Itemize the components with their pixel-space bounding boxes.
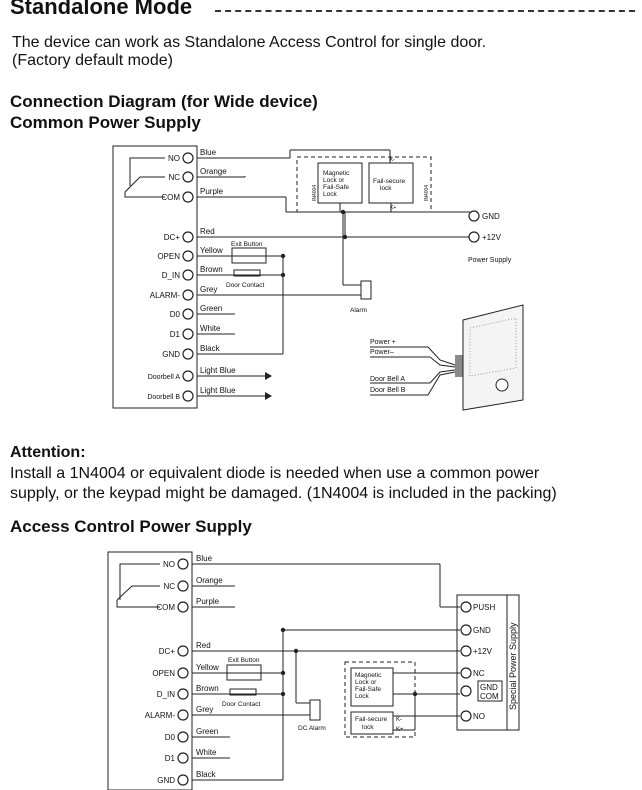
intro-text-line-2: (Factory default mode) xyxy=(12,52,173,69)
wire-label-black: Black xyxy=(200,344,221,353)
bell-label-a: Door Bell A xyxy=(370,376,405,383)
terminal-label-d0: D0 xyxy=(170,310,181,319)
terminal2-label-nc: NC xyxy=(163,582,175,591)
wire-label-grey: Grey xyxy=(200,285,217,294)
doorbell-icon xyxy=(455,304,524,411)
terminal-screws-2 xyxy=(177,558,472,786)
wire2-label-orange: Orange xyxy=(196,576,223,585)
psu2-no-label: NO xyxy=(473,712,485,721)
terminal2-label-com: COM xyxy=(156,603,175,612)
section-subtitle-common: Common Power Supply xyxy=(10,113,201,132)
terminal2-label-d1: D1 xyxy=(165,754,176,763)
bell-label-power-minus: Power– xyxy=(370,349,394,356)
psu-12v-label: +12V xyxy=(482,233,502,242)
terminal-label-nc: NC xyxy=(168,173,180,182)
wire2-label-yellow: Yellow xyxy=(196,663,219,672)
terminal-screws xyxy=(182,152,480,402)
bell-label-b: Door Bell B xyxy=(370,387,406,394)
wire2-label-green: Green xyxy=(196,727,218,736)
psu2-gnd-label: GND xyxy=(473,626,491,635)
lock2b-line1: Fail-secure xyxy=(355,716,388,723)
title-dashed-rule xyxy=(215,10,635,12)
wire-label-orange: Orange xyxy=(200,167,227,176)
lock1-line1: Magnetic xyxy=(323,170,350,177)
lock1-line4: Lock xyxy=(323,191,337,198)
terminal2-label-alarm: ALARM- xyxy=(145,711,176,720)
lock2b-line2: lock xyxy=(362,724,374,731)
attention-title: Attention: xyxy=(10,444,86,461)
terminal2-label-no: NO xyxy=(163,560,175,569)
wire-label-green: Green xyxy=(200,304,222,313)
wire2-label-red: Red xyxy=(196,641,211,650)
terminal2-label-open: OPEN xyxy=(152,669,175,678)
wire2-label-blue: Blue xyxy=(196,554,213,563)
wire2-label-purple: Purple xyxy=(196,597,220,606)
exit-button-label-2: Exit Button xyxy=(228,657,260,664)
attention-text-line-2: supply, or the keypad might be damaged. … xyxy=(10,485,557,502)
wire-label-purple: Purple xyxy=(200,187,224,196)
attention-text-line-1: Install a 1N4004 or equivalent diode is … xyxy=(10,465,540,482)
lock2-line2: lock xyxy=(380,185,392,192)
bell-label-power-plus: Power + xyxy=(370,339,396,346)
diode-label-left: IN4004 xyxy=(312,185,318,201)
intro-text-line-1: The device can work as Standalone Access… xyxy=(12,34,487,51)
lock1b-line3: Fail-Safe xyxy=(355,686,381,693)
psu2-com-label: COM xyxy=(480,692,499,701)
section-title-connection: Connection Diagram (for Wide device) xyxy=(10,92,318,111)
terminal-label-open: OPEN xyxy=(157,252,180,261)
psu2-nc-label: NC xyxy=(473,669,485,678)
page-title: Standalone Mode xyxy=(10,0,193,19)
wire-label-light-blue-a: Light Blue xyxy=(200,366,236,375)
lock2b-k-minus: K- xyxy=(396,717,402,723)
wire2-label-white: White xyxy=(196,748,217,757)
common-power-diagram: NO NC COM DC+ OPEN D_IN ALARM- D0 D1 GND… xyxy=(112,145,524,411)
wire-label-white: White xyxy=(200,324,221,333)
door-contact-label-2: Door Contact xyxy=(222,701,260,708)
wire2-label-grey: Grey xyxy=(196,705,213,714)
lock1b-line4: Lock xyxy=(355,693,369,700)
wire2-label-black: Black xyxy=(196,770,217,779)
alarm-label: Alarm xyxy=(350,307,367,314)
wire-label-light-blue-b: Light Blue xyxy=(200,386,236,395)
wire2-label-brown: Brown xyxy=(196,684,219,693)
psu2-push-label: PUSH xyxy=(473,603,495,612)
terminal-label-com: COM xyxy=(161,193,180,202)
terminal-label-gnd: GND xyxy=(162,350,180,359)
terminal-label-d-in: D_IN xyxy=(162,271,180,280)
lock-k-plus-label: K+ xyxy=(390,205,396,211)
lock2b-k-plus: K+ xyxy=(396,727,404,733)
wire-label-red: Red xyxy=(200,227,215,236)
terminal2-label-d-in: D_IN xyxy=(157,690,175,699)
lock1b-line1: Magnetic xyxy=(355,672,382,679)
power-supply-label: Power Supply xyxy=(468,257,512,264)
diode-label-right: IN4004 xyxy=(424,185,430,201)
terminal-label-dc-plus: DC+ xyxy=(164,233,181,242)
section-title-access-control: Access Control Power Supply xyxy=(10,517,252,536)
keypad-terminal-block xyxy=(112,145,198,409)
lock2-line1: Fail-secure xyxy=(373,178,406,185)
lock1b-line2: Lock or xyxy=(355,679,377,686)
special-power-supply-label: Special Power Supply xyxy=(508,622,518,710)
psu2-gnd2-label: GND xyxy=(480,683,498,692)
terminal-label-doorbell-b: Doorbell B xyxy=(147,394,180,401)
wire-label-blue: Blue xyxy=(200,148,217,157)
terminal2-label-d0: D0 xyxy=(165,733,176,742)
lock-k-minus-label: K- xyxy=(390,157,395,163)
psu2-12v-label: +12V xyxy=(473,647,493,656)
lock1-line2: Lock or xyxy=(323,177,345,184)
terminal2-label-dc-plus: DC+ xyxy=(159,647,176,656)
psu-gnd-label: GND xyxy=(482,212,500,221)
door-contact-label: Door Contact xyxy=(226,282,264,289)
wire-label-yellow: Yellow xyxy=(200,246,223,255)
terminal-label-d1: D1 xyxy=(170,330,181,339)
terminal-label-doorbell-a: Doorbell A xyxy=(148,374,181,381)
terminal-label-alarm: ALARM- xyxy=(150,291,181,300)
lock1-line3: Fail-Safe xyxy=(323,184,349,191)
dc-alarm-label: DC Alarm xyxy=(298,725,326,732)
terminal2-label-gnd: GND xyxy=(157,776,175,785)
terminal-label-no: NO xyxy=(168,154,180,163)
exit-button-label: Exit Button xyxy=(231,241,263,248)
wire-label-brown: Brown xyxy=(200,265,223,274)
